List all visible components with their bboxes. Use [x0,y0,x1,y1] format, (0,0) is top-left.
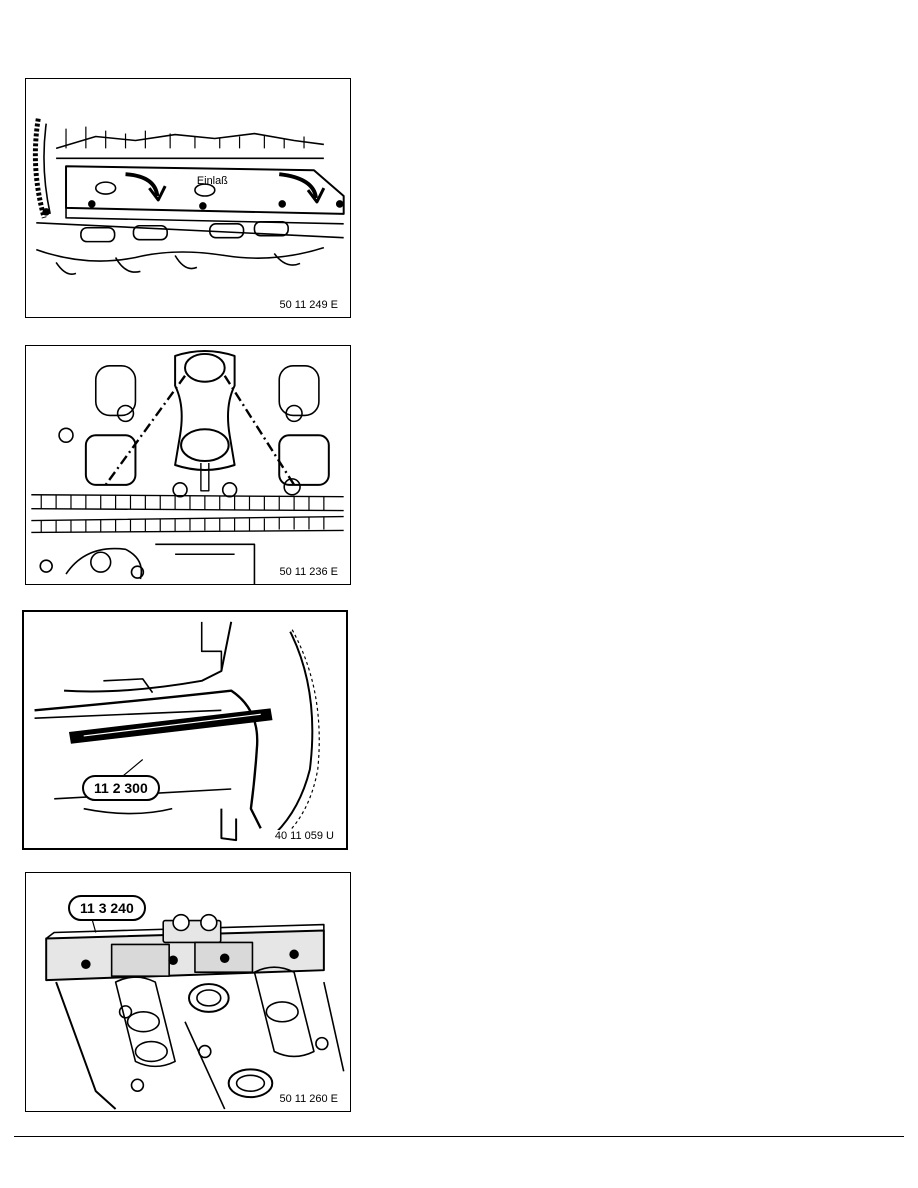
figure-code: 40 11 059 U [272,830,336,842]
figure-code: 50 11 236 E [277,566,340,578]
camshaft-chain-drawing [31,349,344,584]
camshaft-tool-drawing [45,896,345,1110]
figure-camshaft-chain: 50 11 236 E [25,345,351,585]
footer-divider [14,1136,904,1137]
figure-cylinder-head-intake: Einlaß 50 11 249 E [25,78,351,318]
tool-number-callout: 11 3 240 [68,895,146,921]
figure-code: 50 11 260 E [277,1093,340,1105]
cylinder-head-drawing: Einlaß [32,118,345,275]
figure-code: 50 11 249 E [277,299,340,311]
figure-flywheel-locking-tool: 11 2 300 40 11 059 U [22,610,348,850]
flywheel-locking-drawing [34,621,320,842]
figure-camshaft-alignment-tool: 11 3 240 50 11 260 E [25,872,351,1112]
tool-number-callout: 11 2 300 [82,775,160,801]
intake-label: Einlaß [197,175,228,187]
